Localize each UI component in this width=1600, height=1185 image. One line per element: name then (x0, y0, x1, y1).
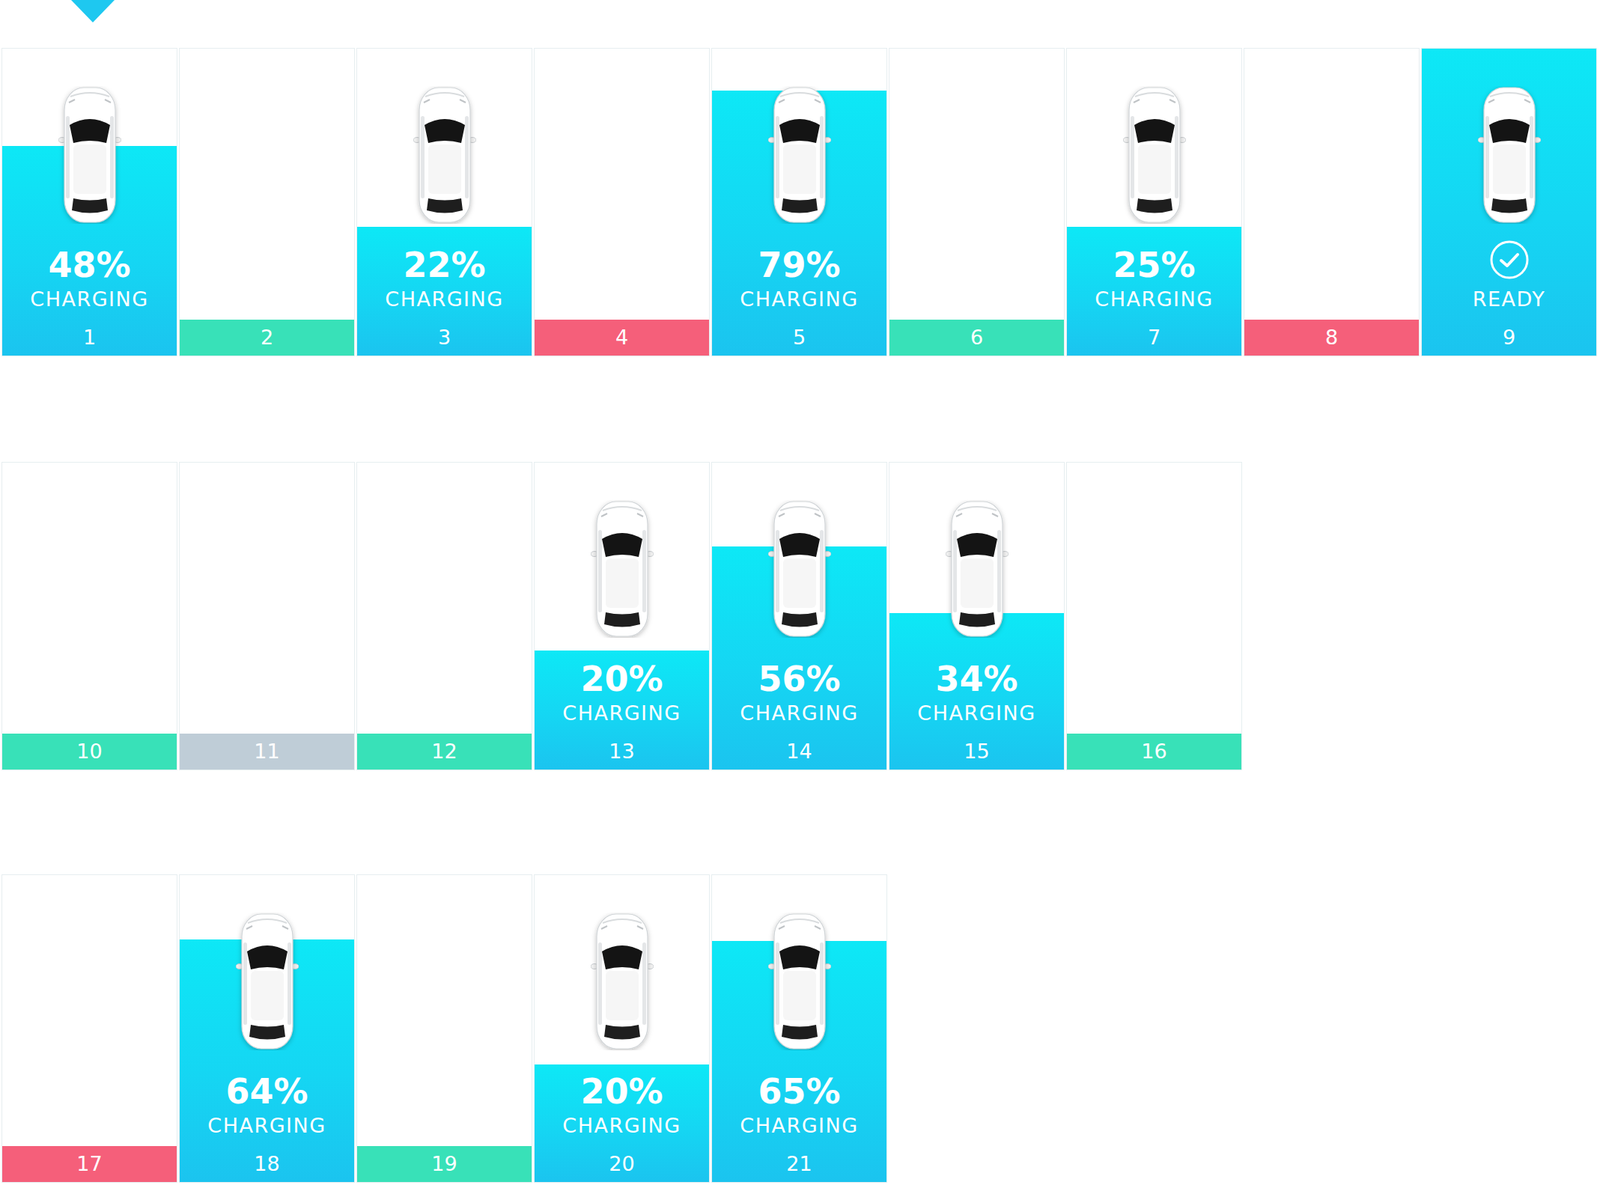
car-illustration (590, 500, 654, 638)
status-label: CHARGING (1066, 288, 1242, 311)
parking-slot: 56% CHARGING 14 (711, 461, 888, 771)
parking-slot: 20% CHARGING 20 (533, 874, 710, 1183)
charge-percent: 22% (357, 246, 532, 284)
charge-percent: 20% (534, 1072, 710, 1111)
slot-number: 10 (2, 733, 177, 770)
status-label: CHARGING (534, 702, 710, 725)
parking-slot: 6 (888, 47, 1065, 357)
slot-number: 8 (1244, 319, 1419, 356)
slot-number: 21 (712, 1146, 887, 1183)
marker-triangle (71, 0, 115, 23)
parking-slot: 8 (1243, 47, 1420, 357)
parking-slot: 2 (178, 47, 355, 357)
slot-number: 13 (534, 733, 710, 770)
status-label: CHARGING (712, 288, 887, 311)
parking-slot: 79% CHARGING 5 (711, 47, 888, 357)
car-illustration (768, 912, 832, 1051)
slot-number: 1 (2, 319, 177, 356)
slot-number: 9 (1421, 319, 1597, 356)
charge-percent: 79% (712, 246, 887, 284)
slot-number: 14 (712, 733, 887, 770)
slot-number: 15 (889, 733, 1064, 770)
slot-number: 12 (357, 733, 532, 770)
parking-slot: 65% CHARGING 21 (711, 874, 888, 1183)
slot-number: 3 (357, 319, 532, 356)
status-label: CHARGING (357, 288, 532, 311)
slot-number: 5 (712, 319, 887, 356)
slot-number: 11 (179, 733, 355, 770)
slot-number: 7 (1066, 319, 1242, 356)
slot-number: 6 (889, 319, 1064, 356)
status-label: CHARGING (2, 288, 177, 311)
car-illustration (58, 86, 122, 224)
parking-slot: 16 (1066, 461, 1243, 771)
charge-percent: 64% (179, 1072, 355, 1111)
slot-number: 2 (179, 319, 355, 356)
status-label: CHARGING (712, 702, 887, 725)
charge-percent: 56% (712, 660, 887, 698)
charge-percent: 48% (2, 246, 177, 284)
car-illustration (1123, 86, 1186, 224)
slot-number: 4 (534, 319, 710, 356)
car-illustration (590, 912, 654, 1051)
charge-percent: 34% (889, 660, 1064, 698)
parking-slot: 34% CHARGING 15 (888, 461, 1065, 771)
status-label: CHARGING (534, 1114, 710, 1138)
parking-slot: 25% CHARGING 7 (1066, 47, 1243, 357)
position-marker (71, 0, 115, 23)
parking-slot: READY 9 (1421, 47, 1598, 357)
slot-number: 20 (534, 1146, 710, 1183)
status-label: READY (1421, 288, 1597, 311)
charge-percent: 65% (712, 1072, 887, 1111)
slot-number: 18 (179, 1146, 355, 1183)
parking-slot: 22% CHARGING 3 (356, 47, 533, 357)
parking-slot: 48% CHARGING 1 (1, 47, 178, 357)
charge-percent: 25% (1066, 246, 1242, 284)
parking-slot: 12 (356, 461, 533, 771)
car-illustration (235, 912, 299, 1051)
slot-number: 17 (2, 1146, 177, 1183)
parking-slot: 10 (1, 461, 178, 771)
parking-slot: 17 (1, 874, 178, 1183)
car-illustration (768, 86, 832, 224)
status-label: CHARGING (889, 702, 1064, 725)
car-illustration (413, 86, 477, 224)
slot-number: 19 (357, 1146, 532, 1183)
status-label: CHARGING (712, 1114, 887, 1138)
parking-slot: 20% CHARGING 13 (533, 461, 710, 771)
ready-check-icon (1489, 239, 1530, 281)
charge-percent: 20% (534, 660, 710, 698)
parking-slot: 11 (178, 461, 355, 771)
parking-slot: 4 (533, 47, 710, 357)
parking-slot: 64% CHARGING 18 (178, 874, 355, 1183)
car-illustration (945, 500, 1009, 638)
slot-number: 16 (1066, 733, 1242, 770)
status-label: CHARGING (179, 1114, 355, 1138)
parking-slot: 19 (356, 874, 533, 1183)
car-illustration (768, 500, 832, 638)
car-illustration (1477, 86, 1541, 224)
